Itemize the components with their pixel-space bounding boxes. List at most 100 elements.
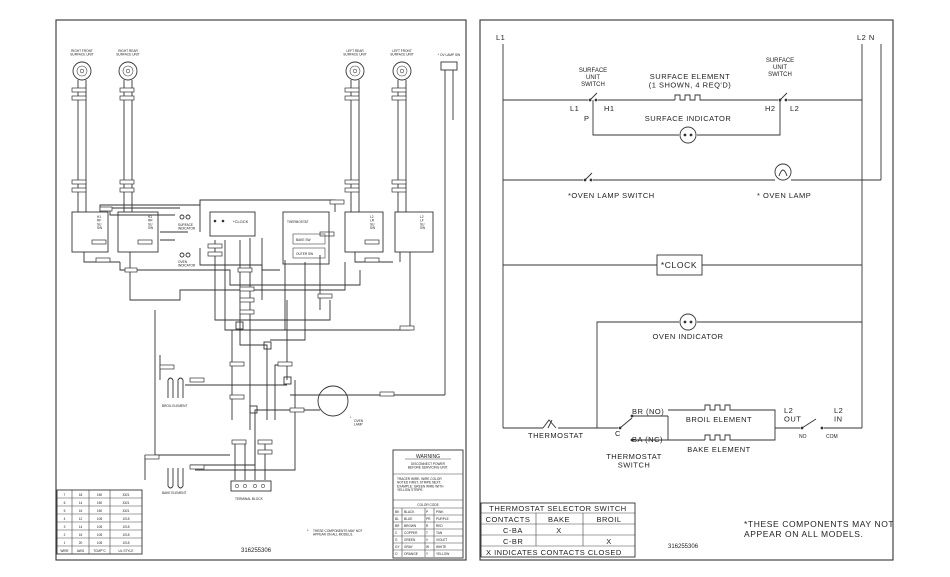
ov-lamp-switch-symbol xyxy=(440,61,458,71)
wire-table-cell: 6 xyxy=(64,501,66,505)
wire-table-cell: 14 xyxy=(79,501,83,505)
oven-element-circuit: THERMOSTAT C BR (NO) BA (NC) BROIL ELEME… xyxy=(503,404,862,470)
svg-text:WARNING: WARNING xyxy=(416,454,440,460)
label-bake-element: BAKE ELEMENT xyxy=(687,445,751,454)
svg-text:BAKE: BAKE xyxy=(548,515,570,524)
svg-text:THERMOSTAT: THERMOSTAT xyxy=(287,220,309,224)
label-broil-element: BROIL ELEMENT xyxy=(686,415,752,424)
left-terminal-block: TERMINAL BLOCK xyxy=(230,480,272,501)
color-code-cell: ORANGE xyxy=(404,552,418,556)
wire-table-cell: 150 xyxy=(97,493,103,497)
color-code-cell: BL xyxy=(395,517,399,521)
wire-table-cell: 3 xyxy=(64,525,66,529)
wire-table-cell: 20 xyxy=(79,541,83,545)
svg-text:*: * xyxy=(350,416,352,420)
label-oven-lamp-switch: *OVEN LAMP SWITCH xyxy=(568,191,655,200)
label-l1: L1 xyxy=(496,33,505,42)
color-code-cell: COPPER xyxy=(404,531,418,535)
wire-table-cell: 105 xyxy=(97,533,103,537)
wire-table-cell: 18 xyxy=(79,493,83,497)
svg-text:L2: L2 xyxy=(790,104,799,113)
svg-text:OUTER SW: OUTER SW xyxy=(296,252,313,256)
color-code-cell: V xyxy=(426,538,429,542)
clock-circuit: *CLOCK xyxy=(503,254,862,276)
wire-table-header: WIRE xyxy=(60,549,68,553)
color-code-cell: C xyxy=(395,531,398,535)
wire-table-cell: 7 xyxy=(64,493,66,497)
color-code-cell: Y xyxy=(426,552,429,556)
svg-text:BR (NO): BR (NO) xyxy=(632,407,664,416)
label-oven-indicator: OVEN INDICATOR xyxy=(653,332,724,341)
wire-table-header: TCMP°C xyxy=(93,549,106,553)
right-panel-frame xyxy=(479,19,894,561)
wire-table-header: AWG xyxy=(77,549,85,553)
svg-text:C-BA: C-BA xyxy=(503,526,523,535)
color-code-cell: WHITE xyxy=(436,545,446,549)
oven-lamp-symbol xyxy=(774,163,792,181)
wire-table-header: UL STYLE xyxy=(119,549,134,553)
svg-text:H1: H1 xyxy=(604,104,615,113)
left-broil-element: BROIL ELEMENT xyxy=(162,377,187,408)
wire-table-cell: 1015 xyxy=(122,533,129,537)
color-code-cell: BR xyxy=(395,524,400,528)
svg-text:C-BR: C-BR xyxy=(503,537,523,546)
svg-text:COM: COM xyxy=(826,434,838,440)
svg-text:L1: L1 xyxy=(570,104,579,113)
wire-table-cell: 1015 xyxy=(122,541,129,545)
wire-table-cell: 105 xyxy=(97,525,103,529)
label-oven-lamp: * OVEN LAMP xyxy=(757,191,811,200)
color-code-cell: P xyxy=(426,510,428,514)
svg-text:COLOR CODE: COLOR CODE xyxy=(417,503,438,507)
wire-table-cell: 4 xyxy=(64,517,66,521)
right-part-number: 316255306 xyxy=(668,544,699,550)
wire-table-cell: 150 xyxy=(97,509,103,513)
wire-table-cell: 1015 xyxy=(122,525,129,529)
svg-text:X: X xyxy=(556,526,562,535)
svg-text:H2: H2 xyxy=(765,104,776,113)
color-code-cell: GY xyxy=(395,545,400,549)
label-clock: *CLOCK xyxy=(661,260,697,270)
label-ov-lamp-sw: * OV LAMP SW xyxy=(438,53,460,57)
wire-table-cell: 3321 xyxy=(122,493,129,497)
svg-text:SURFACE ELEMENT(1 SHOWN, 4 REQ: SURFACE ELEMENT(1 SHOWN, 4 REQ'D) xyxy=(649,72,732,90)
wire-table-cell: 5 xyxy=(64,509,66,513)
wire-table-cell: 16 xyxy=(79,533,83,537)
color-code-cell: R xyxy=(426,524,429,528)
svg-text:*CLOCK: *CLOCK xyxy=(233,219,249,224)
wire-table-cell: 2 xyxy=(64,533,66,537)
color-code-cell: VIOLET xyxy=(436,538,447,542)
wire-table-cell: 150 xyxy=(97,501,103,505)
left-thermostat: THERMOSTAT BAKE SW OUTER SW xyxy=(282,211,330,265)
wire-table-cell: 3321 xyxy=(122,501,129,505)
wire-table-cell: 12 xyxy=(79,517,83,521)
svg-text:TERMINAL BLOCK: TERMINAL BLOCK xyxy=(235,497,264,501)
left-bake-element: BAKE ELEMENT xyxy=(162,468,186,495)
color-code-cell: GREEN xyxy=(404,538,416,542)
color-code-cell: TAN xyxy=(436,531,443,535)
left-panel-frame xyxy=(55,19,467,561)
svg-text:BROIL ELEMENT: BROIL ELEMENT xyxy=(162,404,187,408)
